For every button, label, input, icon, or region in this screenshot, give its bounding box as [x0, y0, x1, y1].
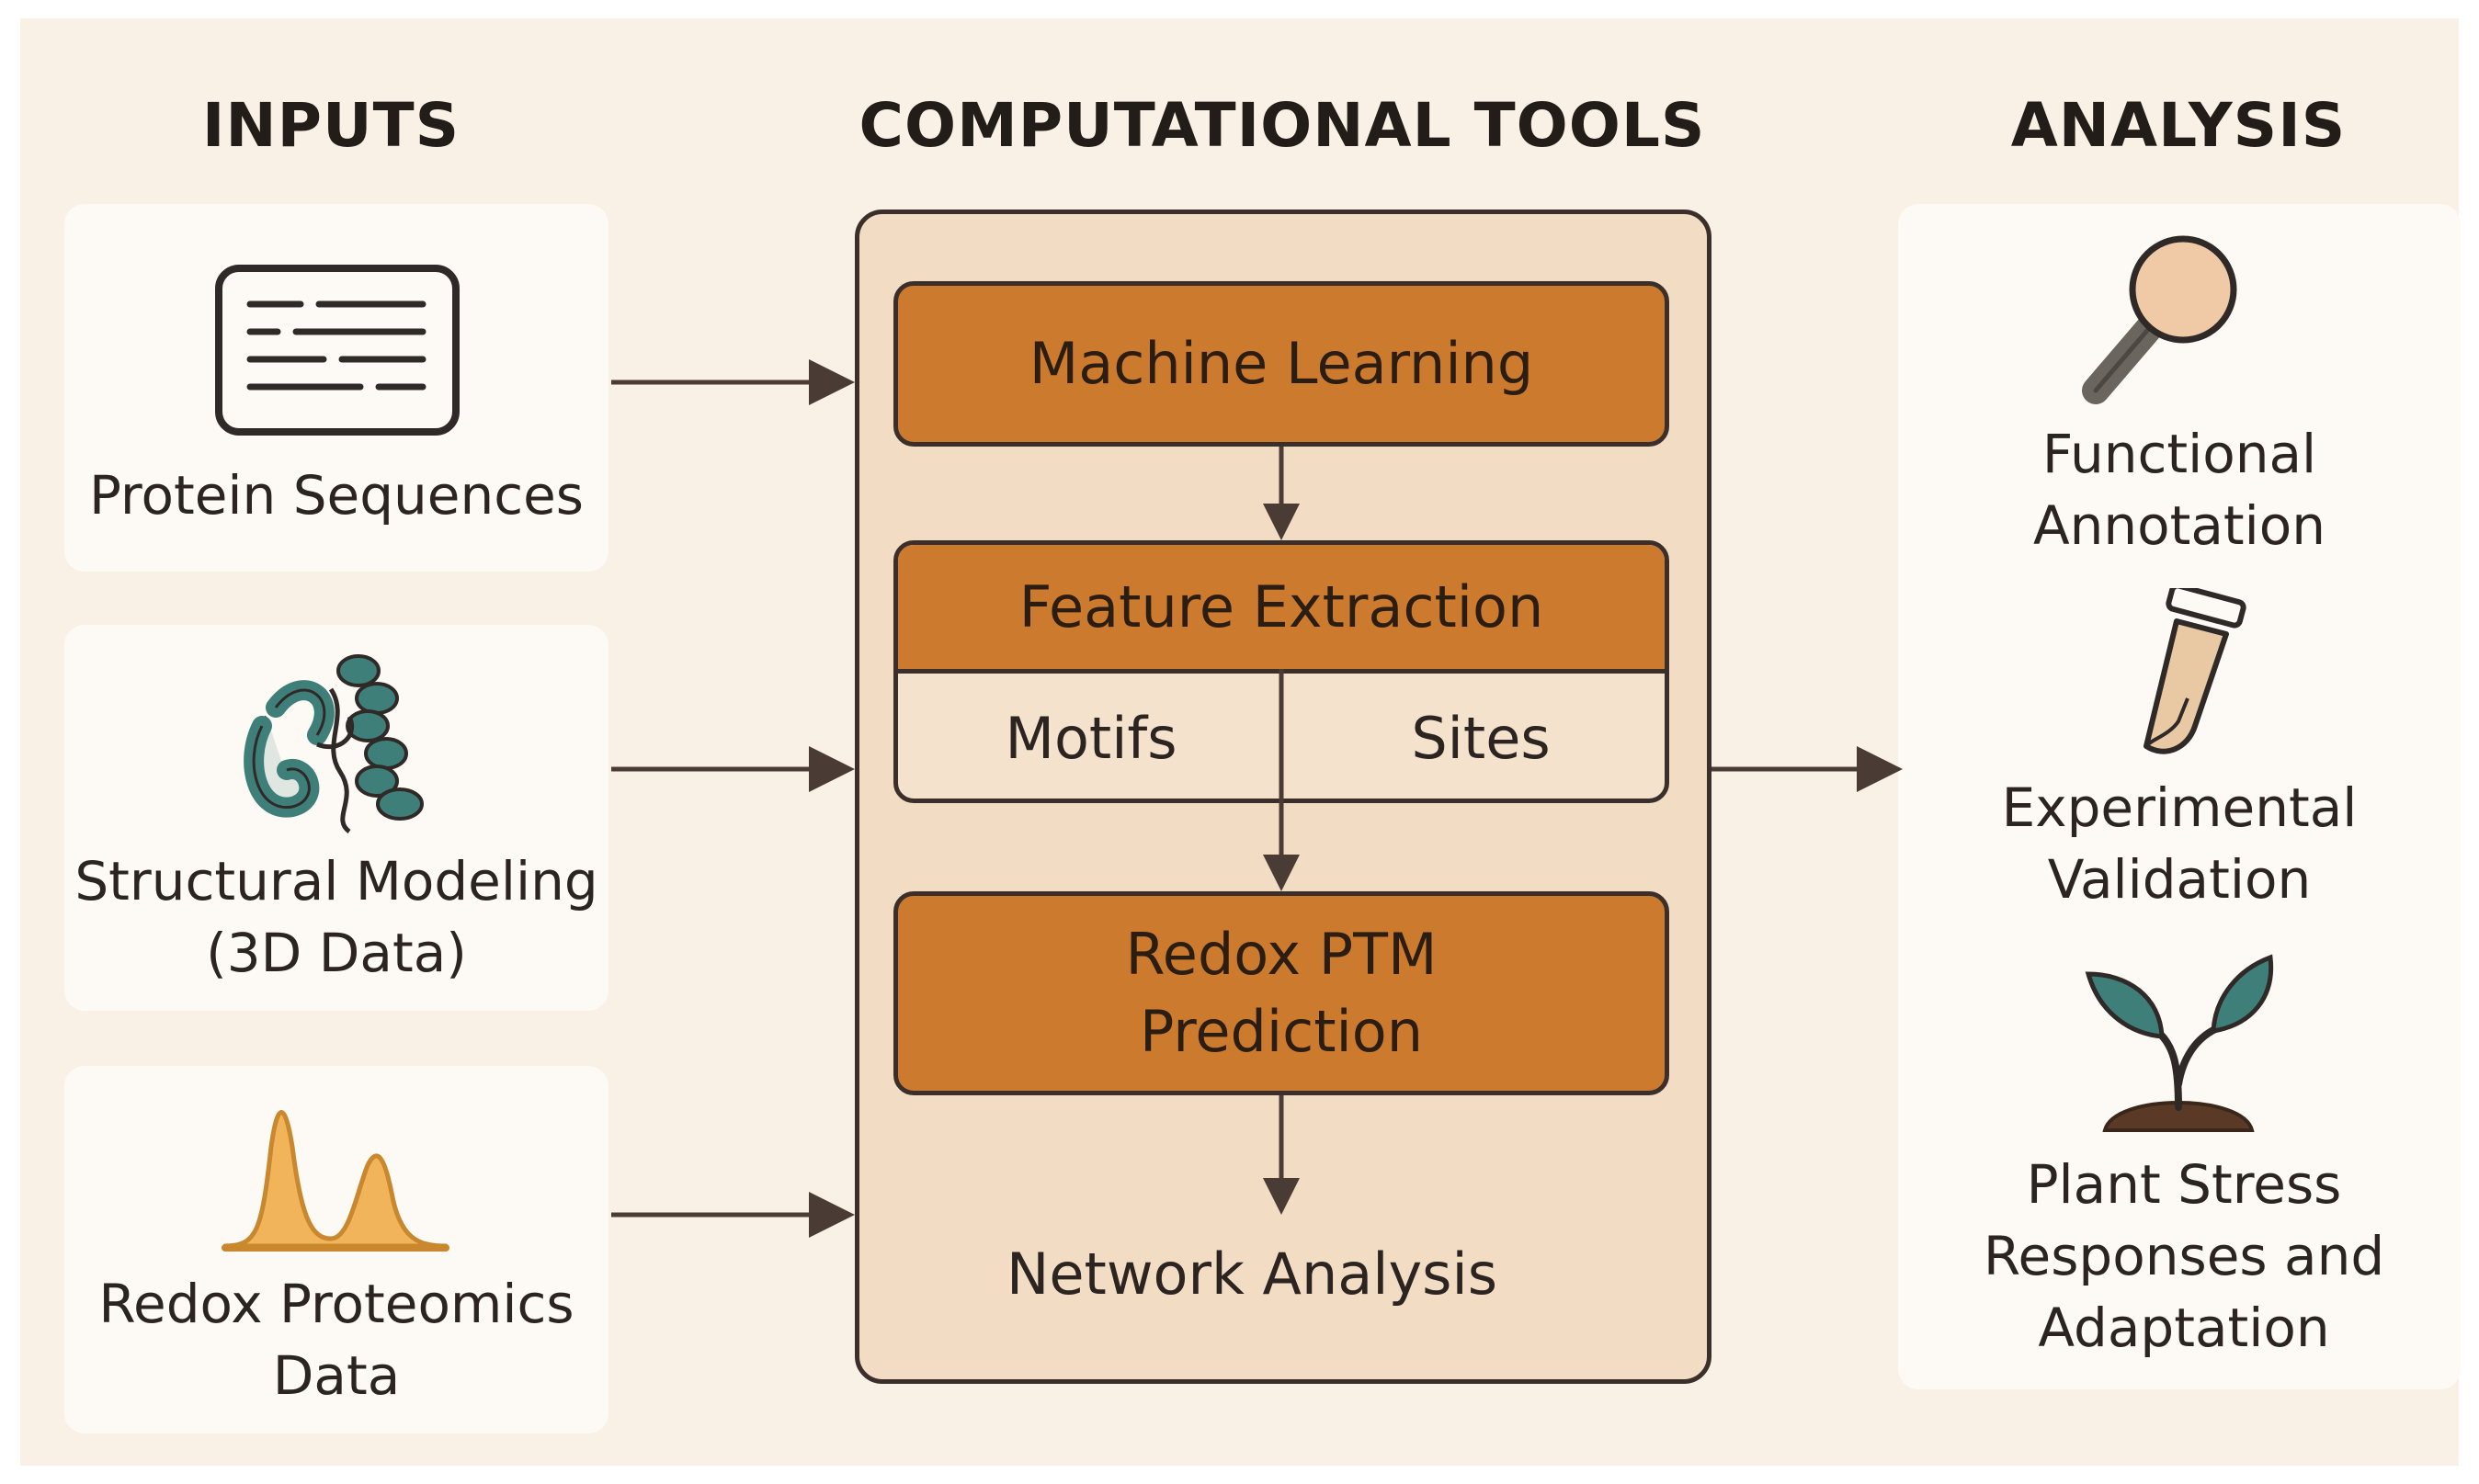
input-card-structural-modeling: [64, 625, 608, 1011]
analysis-label-experimental-validation: Experimental Validation: [2001, 776, 2358, 911]
feature-extraction-title: Feature Extraction: [898, 545, 1665, 674]
input-label-structural-modeling: Structural Modeling (3D Data): [74, 850, 598, 984]
inputs-heading: INPUTS: [201, 90, 461, 161]
analysis-label-functional-annotation: Functional Annotation: [2032, 423, 2326, 557]
analysis-card-column: [1898, 204, 2461, 1389]
sites-cell: Sites: [1411, 705, 1551, 772]
magnifier-icon: [2082, 235, 2237, 404]
protein-structure-icon: [244, 654, 424, 833]
seedling-icon: [2085, 954, 2274, 1132]
input-label-redox-proteomics: Redox Proteomics Data: [98, 1273, 574, 1407]
test-tube-icon: [2144, 588, 2246, 754]
analysis-heading: ANALYSIS: [2010, 90, 2347, 161]
network-analysis-label: Network Analysis: [1006, 1240, 1498, 1308]
input-label-protein-sequences: Protein Sequences: [88, 464, 585, 527]
analysis-label-plant-stress: Plant Stress Responses and Adaptation: [1983, 1153, 2385, 1359]
redox-ptm-prediction-box: Redox PTM Prediction: [893, 891, 1669, 1095]
motifs-cell: Motifs: [1005, 705, 1177, 772]
tools-heading: COMPUTATIONAL TOOLS: [859, 90, 1706, 161]
document-icon: [215, 265, 460, 436]
spectrum-peaks-icon: [222, 1110, 449, 1252]
machine-learning-box: Machine Learning: [893, 281, 1669, 447]
